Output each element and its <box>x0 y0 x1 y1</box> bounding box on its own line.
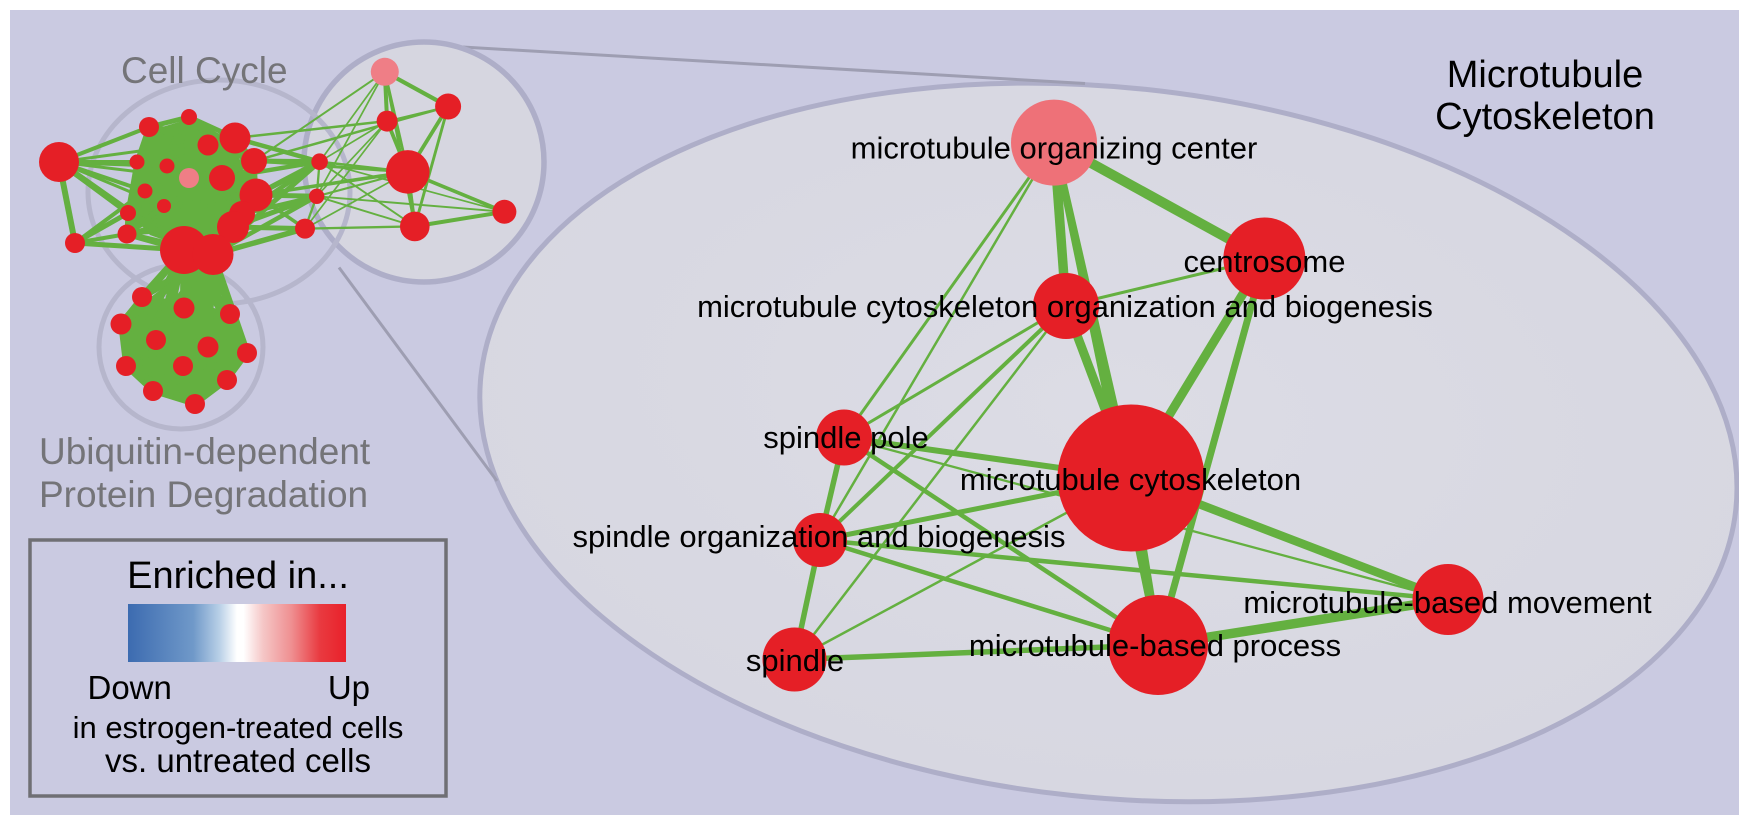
svg-text:microtubule-based process: microtubule-based process <box>969 628 1341 663</box>
svg-text:Cytoskeleton: Cytoskeleton <box>1435 96 1655 138</box>
svg-text:microtubule cytoskeleton organ: microtubule cytoskeleton organization an… <box>697 289 1433 324</box>
svg-text:spindle pole: spindle pole <box>763 420 928 455</box>
svg-text:Cell Cycle: Cell Cycle <box>121 50 288 91</box>
svg-text:microtubule-based movement: microtubule-based movement <box>1243 585 1652 620</box>
svg-text:spindle organization and bioge: spindle organization and biogenesis <box>573 519 1066 554</box>
svg-text:Up: Up <box>328 669 370 706</box>
svg-text:spindle: spindle <box>746 643 844 678</box>
svg-text:Microtubule: Microtubule <box>1447 54 1643 96</box>
svg-text:vs. untreated cells: vs. untreated cells <box>105 742 371 779</box>
svg-text:Protein Degradation: Protein Degradation <box>39 474 368 515</box>
svg-text:centrosome: centrosome <box>1184 244 1346 279</box>
svg-text:Ubiquitin-dependent: Ubiquitin-dependent <box>39 431 371 472</box>
svg-text:Down: Down <box>88 669 172 706</box>
svg-text:microtubule organizing center: microtubule organizing center <box>851 131 1258 166</box>
svg-text:in estrogen-treated cells: in estrogen-treated cells <box>73 710 404 745</box>
svg-text:microtubule cytoskeleton: microtubule cytoskeleton <box>960 462 1301 497</box>
svg-text:Enriched in...: Enriched in... <box>127 555 349 597</box>
